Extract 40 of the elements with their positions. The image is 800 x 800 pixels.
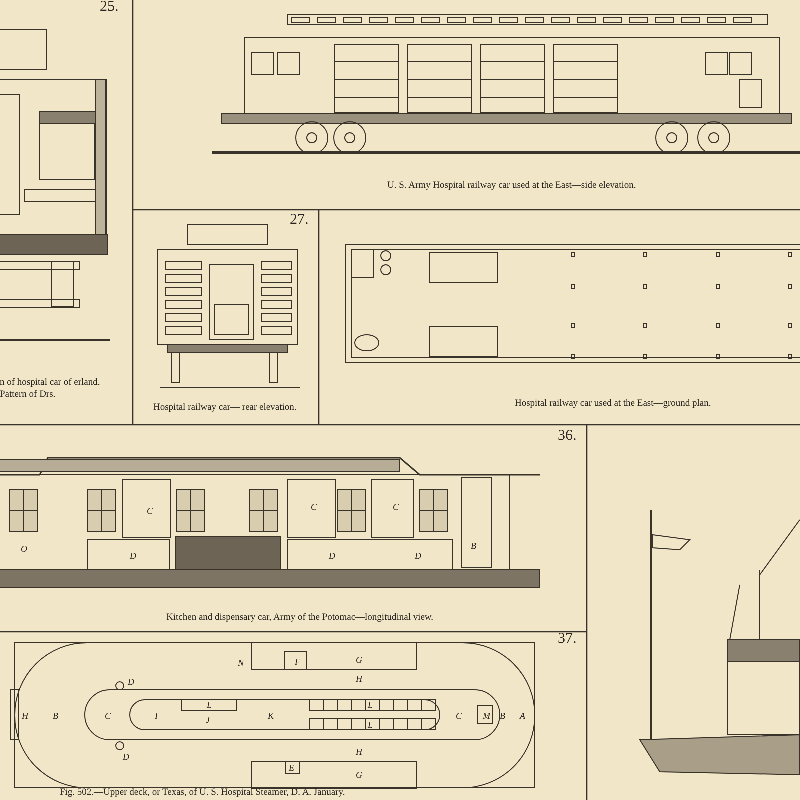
callout-letter: E bbox=[289, 762, 294, 774]
callout-letter: H bbox=[356, 673, 362, 685]
caption: Kitchen and dispensary car, Army of the Potomac—longitudinal view. bbox=[166, 612, 434, 624]
figure-number: 25. bbox=[100, 1, 119, 13]
caption: Hospital railway car used at the East—ground plan. bbox=[515, 398, 712, 410]
callout-letter: D bbox=[329, 550, 336, 562]
callout-letter: I bbox=[155, 710, 158, 722]
callout-letter: C bbox=[147, 505, 154, 517]
callout-letter: C bbox=[456, 710, 462, 722]
callout-letter: D bbox=[415, 550, 422, 562]
caption: n of hospital car of erland. Pattern of Drs. bbox=[0, 377, 102, 401]
callout-letter: A bbox=[520, 710, 526, 722]
callout-letter: D bbox=[123, 751, 130, 763]
callout-letter: C bbox=[311, 501, 318, 513]
caption: U. S. Army Hospital railway car used at the East—side elevation. bbox=[388, 180, 636, 192]
callout-letter: L bbox=[207, 699, 212, 711]
callout-letter: H bbox=[22, 710, 28, 722]
callout-letter: D bbox=[128, 676, 134, 688]
callout-letter: K bbox=[268, 710, 274, 722]
caption: Fig. 502.—Upper deck, or Texas, of U. S. Hospital Steamer, D. A. January. bbox=[60, 787, 346, 799]
callout-letter: O bbox=[21, 543, 28, 555]
callout-letter: N bbox=[238, 657, 244, 669]
callout-letter: L bbox=[368, 719, 374, 731]
callout-letter: J bbox=[206, 714, 210, 726]
callout-letter: B bbox=[500, 710, 506, 722]
callout-letter: D bbox=[130, 550, 136, 562]
callout-letter: B bbox=[471, 540, 476, 552]
callout-letter: C bbox=[105, 710, 112, 722]
figure-number: 36. bbox=[558, 430, 577, 442]
callout-letter: G bbox=[356, 769, 362, 781]
callout-letter: F bbox=[295, 656, 300, 668]
caption: Hospital railway car— rear elevation. bbox=[154, 402, 297, 414]
callout-letter: M bbox=[483, 710, 490, 722]
callout-letter: C bbox=[393, 501, 400, 513]
callout-letter: H bbox=[356, 746, 362, 758]
callout-letter: L bbox=[368, 699, 374, 711]
callout-letter: G bbox=[356, 654, 362, 666]
figure-number: 27. bbox=[290, 214, 309, 226]
figure-number: 37. bbox=[558, 633, 577, 645]
callout-letter: B bbox=[53, 710, 58, 722]
